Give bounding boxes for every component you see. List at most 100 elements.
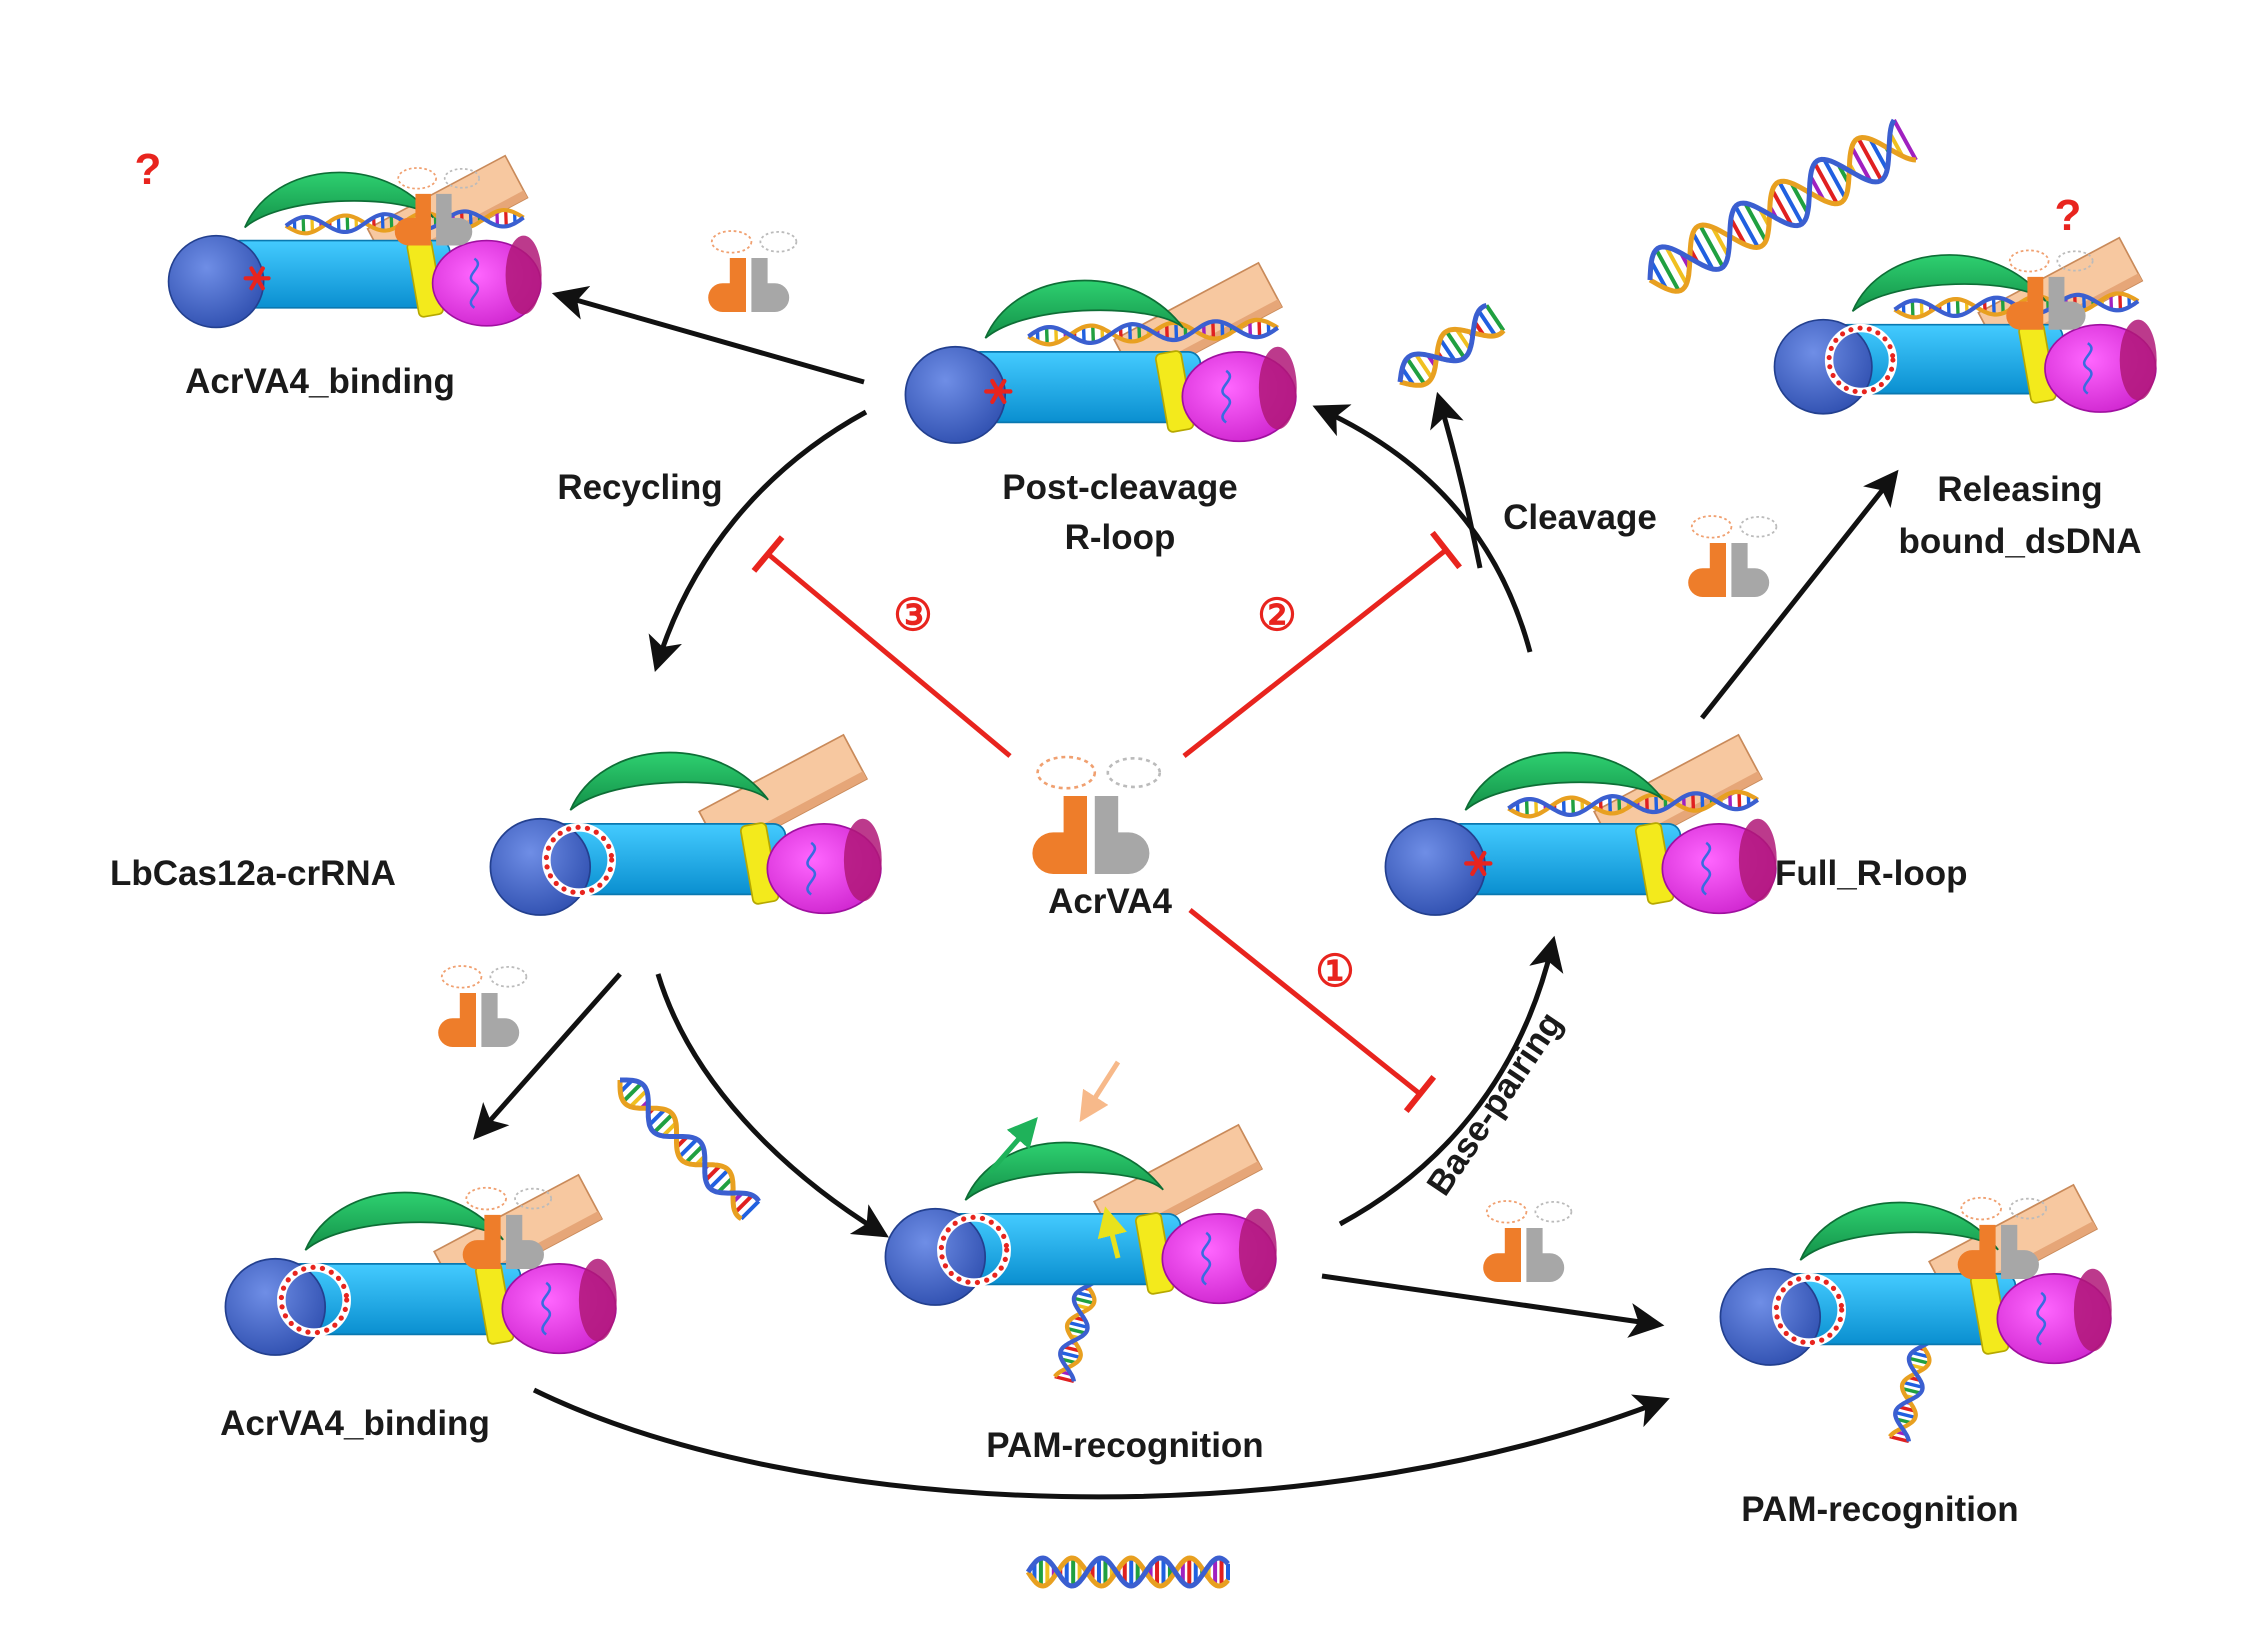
- complex-pam-recognition-right: [1720, 1185, 2111, 1442]
- rec-domain: [885, 1209, 985, 1305]
- released-dsdna: [1650, 120, 1916, 291]
- dna-base-pair: [1909, 1358, 1929, 1363]
- complex-post-cleavage: [905, 263, 1296, 443]
- acrva4-ghost-right: [1740, 517, 1776, 537]
- dna-base-pair: [1047, 327, 1048, 344]
- acrva4-icon-center: [1032, 757, 1159, 874]
- dna-base-pair: [1176, 323, 1177, 340]
- pi-domain-shadow: [1259, 347, 1297, 430]
- dna-base-pair: [1895, 1412, 1915, 1417]
- rec-domain: [905, 347, 1005, 443]
- acrva4-icon-bottom-right: [1483, 1201, 1571, 1282]
- label-lbcas12a-crrna: LbCas12a-crRNA: [110, 852, 430, 896]
- acrva4-icon-top: [708, 231, 796, 312]
- dna-base-pair: [1130, 324, 1131, 341]
- acrva4-ghost-right: [1535, 1202, 1571, 1222]
- arrow-to-pam-recognition-right: [1322, 1276, 1654, 1324]
- pi-domain-shadow: [2120, 320, 2157, 401]
- dna-base-pair: [303, 217, 304, 233]
- free-dna-bottom: [1028, 1558, 1228, 1586]
- acrva4-gray-subunit: [751, 258, 789, 312]
- dna-base-pair: [1074, 1298, 1094, 1303]
- acrva4-gray-subunit: [1731, 543, 1769, 597]
- acrva4-ghost-right: [1108, 758, 1160, 787]
- acrva4-ghost-left: [712, 231, 752, 253]
- acrva4-ghost-left: [466, 1188, 506, 1210]
- dna-base-pair: [2120, 294, 2121, 311]
- rec-domain: [490, 819, 590, 915]
- complex-lbcas12a-crrna: [490, 735, 881, 915]
- inhibition-marker-1: ①: [1310, 944, 1360, 999]
- label-pam-recognition-right: PAM-recognition: [1715, 1488, 2045, 1532]
- arrow-to-acrva4-binding-top: [562, 296, 864, 382]
- label-r-loop: R-loop: [960, 516, 1280, 560]
- inhibition-line-1: [1190, 910, 1434, 1111]
- arrow-cleavage-product: [1440, 402, 1480, 568]
- dna-base-pair: [1656, 795, 1657, 812]
- arrow-recycling: [658, 412, 866, 662]
- acrva4-ghost-right: [490, 967, 526, 987]
- label-bound-dsdna: bound_dsDNA: [1870, 520, 2170, 564]
- acrva4-orange-subunit: [708, 258, 746, 312]
- dna-base-pair: [382, 214, 383, 230]
- rec-domain: [1385, 819, 1485, 915]
- inhibition-marker-2: ②: [1252, 588, 1302, 643]
- dna-base-pair: [1573, 798, 1574, 815]
- dna-base-pair: [1060, 1352, 1080, 1357]
- pi-domain-shadow: [506, 236, 542, 315]
- acrva4-orange-subunit: [1483, 1228, 1521, 1282]
- acrva4-ghost-left: [2010, 250, 2049, 271]
- pi-domain-shadow: [844, 819, 882, 902]
- pi-domain-shadow: [2074, 1269, 2112, 1352]
- dna-base-pair: [1093, 326, 1094, 343]
- dna-base-pair: [1957, 299, 1958, 316]
- label-recycling: Recycling: [540, 466, 740, 510]
- rec-domain: [1720, 1269, 1820, 1365]
- free-dna-bottom-left: [620, 1080, 759, 1219]
- acrva4-ghost-left: [1961, 1198, 2001, 1220]
- dna-base-pair: [1610, 796, 1611, 813]
- complex-full-r-loop: [1385, 735, 1776, 915]
- rec-domain: [225, 1259, 325, 1355]
- acrva4-gray-subunit: [1095, 796, 1150, 874]
- acrva4-orange-subunit: [438, 993, 476, 1047]
- dna-base-pair: [1994, 298, 1995, 315]
- peach-movement-arrow: [1086, 1062, 1118, 1112]
- arrow-pam-recognition: [658, 974, 880, 1232]
- label-pam-recognition-center: PAM-recognition: [960, 1424, 1290, 1468]
- dna-base-pair: [1912, 301, 1913, 318]
- acrva4-ghost-left: [442, 966, 482, 988]
- acrva4-icon-left: [438, 966, 526, 1047]
- rec-domain: [169, 236, 264, 328]
- acrva4-gray-subunit: [1526, 1228, 1564, 1282]
- acrva4-icon-right: [1688, 516, 1776, 597]
- pi-domain-shadow: [1739, 819, 1777, 902]
- complexes-layer: [169, 156, 2157, 1442]
- acrva4-gray-subunit: [481, 993, 519, 1047]
- question-mark-top-right: ?: [2048, 188, 2088, 243]
- dna-base-pair: [506, 210, 507, 226]
- question-mark-top-left: ?: [128, 142, 168, 197]
- inhibition-line-2: [1184, 533, 1460, 756]
- acrva4-ghost-left: [1487, 1201, 1527, 1223]
- label-cleavage: Cleavage: [1480, 496, 1680, 540]
- label-full-r-loop: Full_R-loop: [1775, 852, 1995, 896]
- arrow-releasing: [1702, 478, 1892, 718]
- complex-acrva4-binding-top: [169, 156, 542, 328]
- acrva4-ghost-left: [398, 168, 436, 189]
- dna-base-pair: [347, 216, 348, 232]
- dna-base-pair: [1527, 799, 1528, 816]
- complex-pam-recognition-center: [885, 1125, 1276, 1382]
- inhibition-marker-3: ③: [888, 588, 938, 643]
- pi-domain-shadow: [1239, 1209, 1277, 1292]
- inhibition-line-3: [754, 537, 1010, 756]
- label-releasing: Releasing: [1870, 468, 2170, 512]
- label-post-cleavage: Post-cleavage: [960, 466, 1280, 510]
- label-acrva4-binding-bottom: AcrVA4_binding: [195, 1402, 515, 1446]
- pi-domain-shadow: [579, 1259, 617, 1342]
- dna-base-pair: [1693, 794, 1694, 811]
- cleaved-dna-fragment: [1400, 305, 1504, 385]
- acrva4-ghost-left: [1692, 516, 1732, 538]
